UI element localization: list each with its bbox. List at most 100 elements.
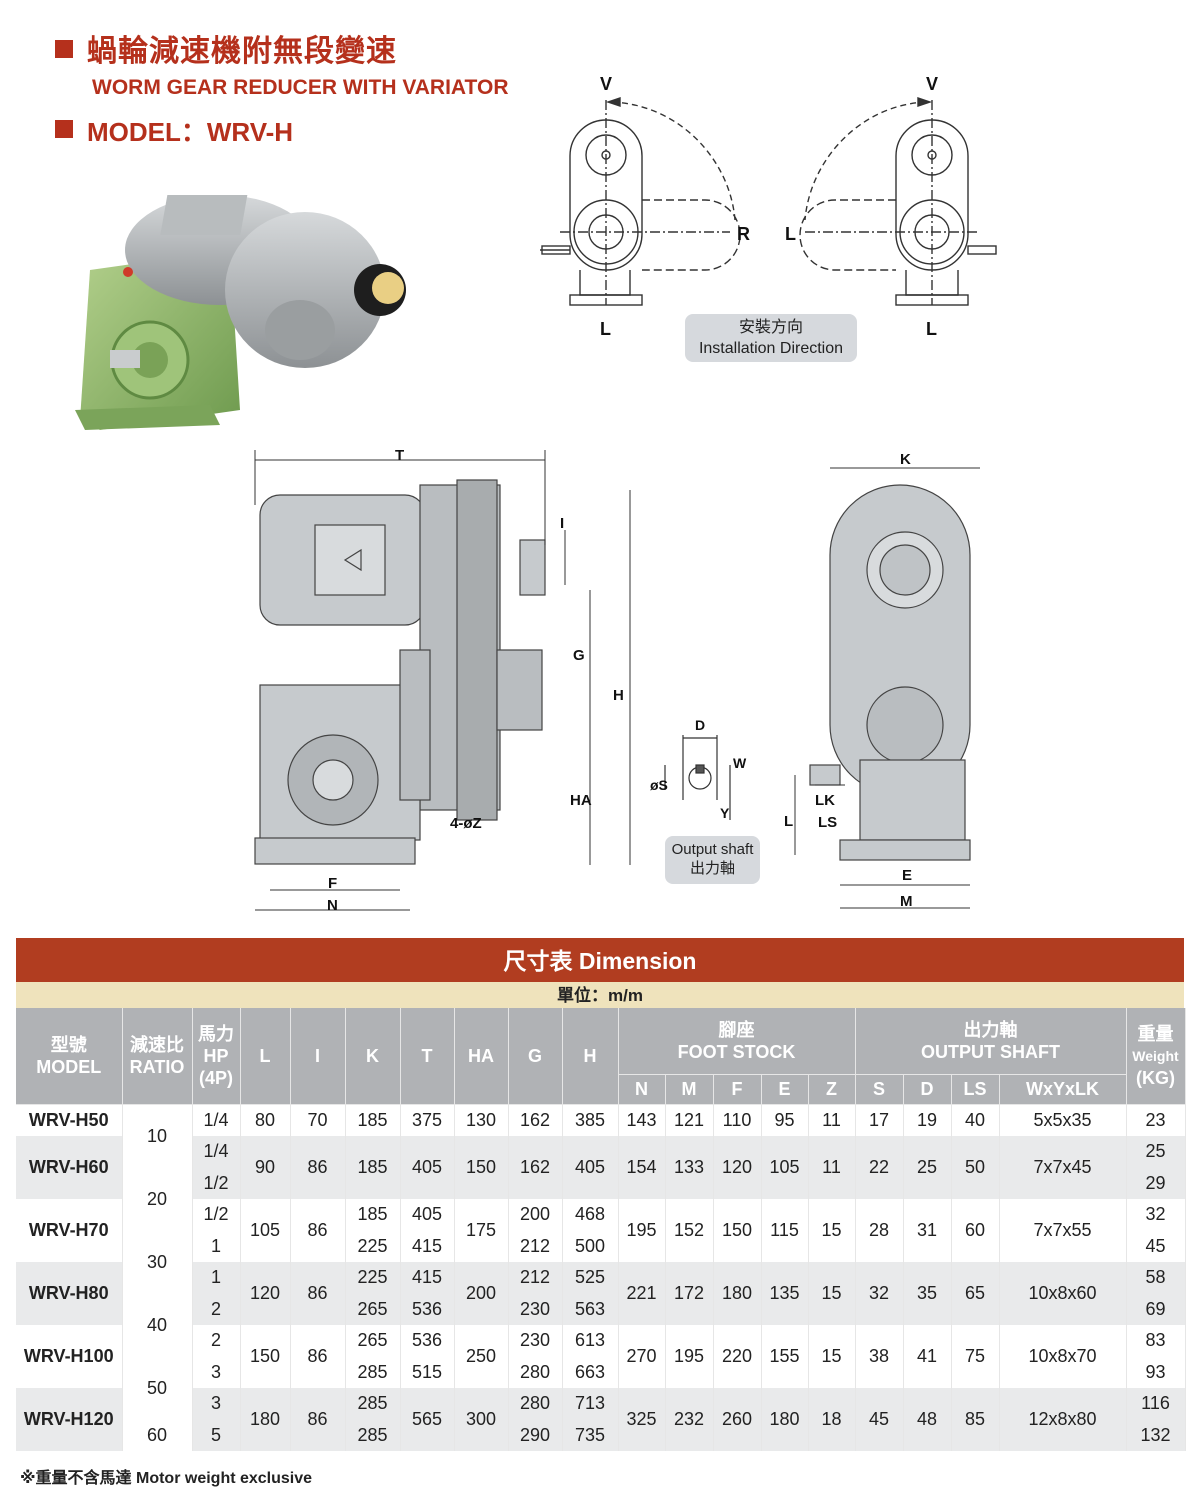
table-cell: 135 bbox=[761, 1262, 809, 1325]
th-s: S bbox=[855, 1074, 904, 1105]
th-f: F bbox=[713, 1074, 762, 1105]
table-cell: WRV-H80 bbox=[16, 1262, 123, 1325]
table-cell: 565 bbox=[400, 1388, 455, 1451]
th-n: N bbox=[618, 1074, 666, 1105]
installation-direction-diagram: V R L V L L bbox=[540, 74, 997, 339]
table-cell: 85 bbox=[951, 1388, 1000, 1451]
table-cell: 230 bbox=[508, 1325, 563, 1357]
output-shaft-label: Output shaft 出力軸 bbox=[665, 836, 760, 884]
shaft-label-s: øS bbox=[650, 777, 668, 793]
table-cell: 150 bbox=[713, 1199, 762, 1262]
table-cell: 713 bbox=[562, 1388, 619, 1420]
table-cell: 120 bbox=[240, 1262, 291, 1325]
table-cell: 285 bbox=[345, 1419, 401, 1451]
table-cell: 405 bbox=[400, 1199, 455, 1231]
table-cell: 162 bbox=[508, 1136, 563, 1199]
install-right-side-label: L bbox=[785, 224, 796, 244]
th-i: I bbox=[290, 1008, 346, 1105]
table-cell: 83 bbox=[1126, 1325, 1186, 1357]
install-left-figure bbox=[540, 97, 741, 306]
table-cell: 86 bbox=[290, 1262, 346, 1325]
table-cell: 180 bbox=[240, 1388, 291, 1451]
table-cell: 116 bbox=[1126, 1388, 1186, 1420]
shaft-label-d: D bbox=[695, 717, 705, 733]
table-cell: 195 bbox=[618, 1199, 666, 1262]
install-left-bottom-label: L bbox=[600, 319, 611, 339]
front-label-ls: LS bbox=[818, 814, 837, 831]
table-cell: 220 bbox=[713, 1325, 762, 1388]
th-l: L bbox=[240, 1008, 291, 1105]
side-view-drawing: T I G H HA 4-øZ F N bbox=[254, 447, 631, 914]
title-bullet bbox=[55, 40, 73, 58]
install-right-figure bbox=[799, 97, 997, 306]
table-cell: 536 bbox=[400, 1325, 455, 1357]
dimension-title: 尺寸表 Dimension bbox=[16, 938, 1184, 982]
table-cell: 40 bbox=[122, 1293, 193, 1357]
table-cell: 180 bbox=[713, 1262, 762, 1325]
product-photo bbox=[75, 195, 406, 430]
table-cell: 3 bbox=[192, 1356, 241, 1388]
table-cell: 7x7x45 bbox=[999, 1136, 1127, 1199]
table-cell: 45 bbox=[855, 1388, 904, 1451]
side-label-g: G bbox=[573, 647, 585, 664]
table-cell: 105 bbox=[240, 1199, 291, 1262]
table-cell: 525 bbox=[562, 1262, 619, 1294]
table-cell: 28 bbox=[855, 1199, 904, 1262]
table-cell: 385 bbox=[562, 1104, 619, 1136]
table-cell: 613 bbox=[562, 1325, 619, 1357]
table-cell: 265 bbox=[345, 1293, 401, 1325]
th-ha: HA bbox=[454, 1008, 509, 1105]
table-cell: 735 bbox=[562, 1419, 619, 1451]
table-cell: 3 bbox=[192, 1388, 241, 1420]
dimension-unit: 單位：m/m bbox=[16, 982, 1184, 1008]
shaft-label-y: Y bbox=[720, 805, 730, 821]
table-cell: 25 bbox=[1126, 1136, 1186, 1168]
table-cell: 143 bbox=[618, 1104, 666, 1136]
table-cell: 195 bbox=[665, 1325, 714, 1388]
table-cell: 280 bbox=[508, 1356, 563, 1388]
table-cell: 133 bbox=[665, 1136, 714, 1199]
table-cell: 86 bbox=[290, 1325, 346, 1388]
table-cell: 31 bbox=[903, 1199, 952, 1262]
table-cell: 11 bbox=[808, 1104, 856, 1136]
table-cell: 1/2 bbox=[192, 1199, 241, 1231]
footnote: ※重量不含馬達 Motor weight exclusive bbox=[20, 1470, 313, 1487]
installation-direction-label: 安裝方向 Installation Direction bbox=[685, 314, 857, 362]
table-cell: 212 bbox=[508, 1262, 563, 1294]
front-label-k: K bbox=[900, 451, 911, 468]
table-cell: 41 bbox=[903, 1325, 952, 1388]
table-cell: 22 bbox=[855, 1136, 904, 1199]
table-cell: 221 bbox=[618, 1262, 666, 1325]
table-cell: 212 bbox=[508, 1230, 563, 1262]
table-cell: 60 bbox=[122, 1419, 193, 1451]
table-cell: 230 bbox=[508, 1293, 563, 1325]
table-cell: 1/2 bbox=[192, 1167, 241, 1199]
install-left-side-label: R bbox=[737, 224, 750, 244]
table-cell: 120 bbox=[713, 1136, 762, 1199]
table-cell: 2 bbox=[192, 1293, 241, 1325]
table-cell: 115 bbox=[761, 1199, 809, 1262]
table-cell: 1 bbox=[192, 1262, 241, 1294]
table-cell: 536 bbox=[400, 1293, 455, 1325]
table-cell: 325 bbox=[618, 1388, 666, 1451]
table-cell: 69 bbox=[1126, 1293, 1186, 1325]
table-cell: 110 bbox=[713, 1104, 762, 1136]
th-m: M bbox=[665, 1074, 714, 1105]
table-cell: 80 bbox=[240, 1104, 291, 1136]
table-cell: 175 bbox=[454, 1199, 509, 1262]
table-cell: 70 bbox=[290, 1104, 346, 1136]
table-cell: 280 bbox=[508, 1388, 563, 1420]
table-cell: 1/4 bbox=[192, 1104, 241, 1136]
side-label-h: H bbox=[613, 687, 624, 704]
table-cell: 185 bbox=[345, 1136, 401, 1199]
table-cell: 180 bbox=[761, 1388, 809, 1451]
table-cell: 300 bbox=[454, 1388, 509, 1451]
